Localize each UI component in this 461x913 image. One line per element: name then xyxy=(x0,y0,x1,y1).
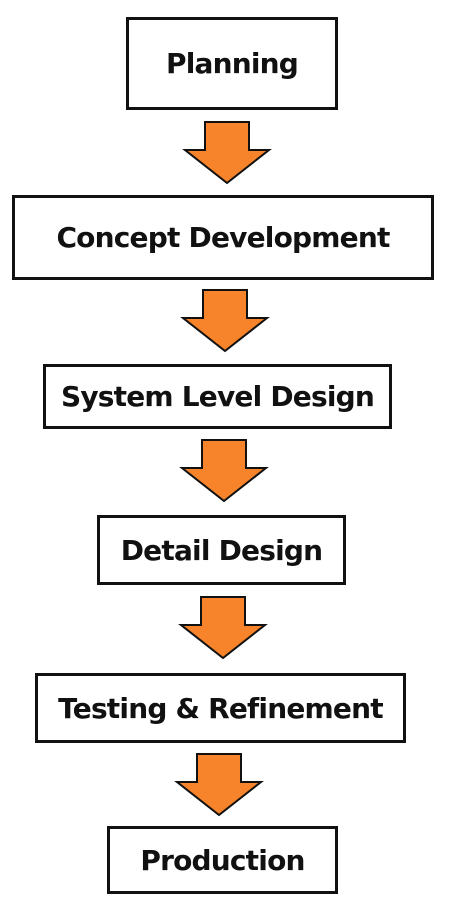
down-arrow-icon xyxy=(174,753,264,817)
step-production: Production xyxy=(107,826,338,894)
step-label: Detail Design xyxy=(120,533,323,567)
down-arrow-icon xyxy=(180,289,270,353)
step-planning: Planning xyxy=(126,17,338,110)
step-label: Concept Development xyxy=(56,221,390,254)
down-arrow-icon xyxy=(182,121,272,185)
down-arrow-icon xyxy=(178,596,268,660)
step-testing-refinement: Testing & Refinement xyxy=(35,673,406,743)
step-label: Planning xyxy=(165,47,299,80)
step-label: System Level Design xyxy=(60,380,375,413)
step-label: Production xyxy=(140,843,305,877)
step-detail-design: Detail Design xyxy=(97,515,346,585)
step-label: Testing & Refinement xyxy=(58,691,383,725)
down-arrow-icon xyxy=(179,439,269,503)
step-system-level-design: System Level Design xyxy=(43,364,392,429)
step-concept-development: Concept Development xyxy=(12,195,434,280)
